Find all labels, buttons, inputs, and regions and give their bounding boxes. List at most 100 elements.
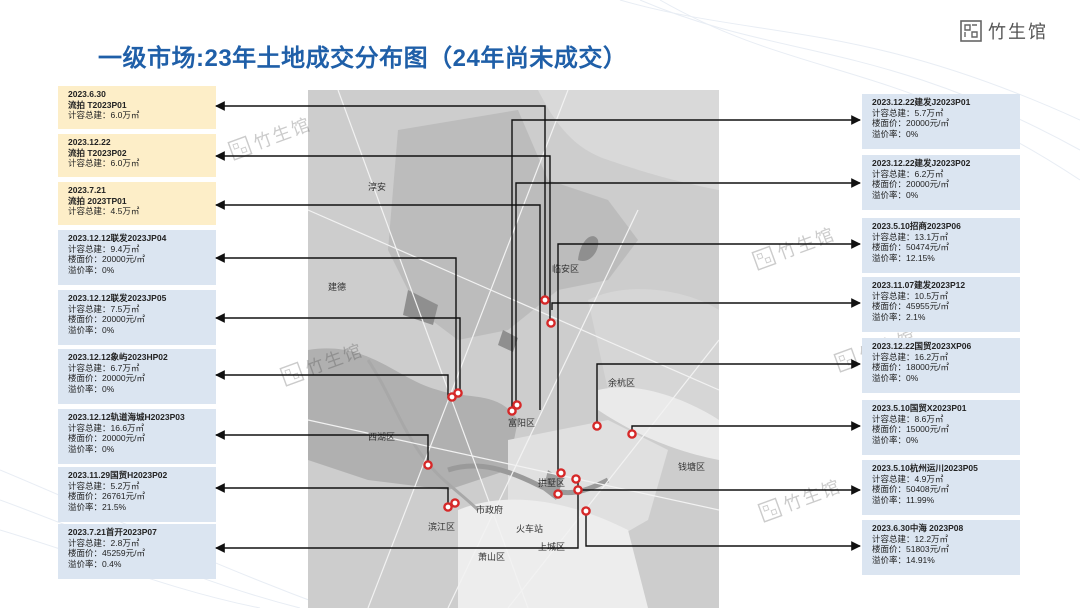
- card-title: 2023.12.22: [68, 137, 111, 147]
- card-line: 计容总建：6.7万㎡: [68, 362, 140, 373]
- card-line: 溢价率：0%: [872, 189, 919, 200]
- card-line: 溢价率：0%: [68, 383, 115, 394]
- card-title: 2023.5.10杭州运川2023P05: [872, 463, 978, 473]
- card-line: 计容总建：6.2万㎡: [872, 168, 944, 179]
- card-line: 流拍 T2023P01: [68, 99, 127, 110]
- map-label-chunan: 淳安: [368, 181, 386, 192]
- land-card-right-8: 2023.6.30中海 2023P08 计容总建：12.2万㎡ 楼面价：5180…: [862, 520, 1020, 575]
- brand-logo-icon: [960, 20, 982, 42]
- land-card-left-1: 2023.6.30 流拍 T2023P01 计容总建：6.0万㎡: [58, 86, 216, 129]
- card-line: 楼面价：20000元/㎡: [872, 118, 949, 128]
- card-line: 楼面价：20000元/㎡: [68, 373, 145, 383]
- card-line: 计容总建：8.6万㎡: [872, 413, 944, 424]
- card-line: 计容总建：5.2万㎡: [68, 480, 140, 491]
- card-line: 溢价率：11.99%: [872, 494, 935, 505]
- land-card-left-5: 2023.12.12联发2023JP05 计容总建：7.5万㎡ 楼面价：2000…: [58, 290, 216, 345]
- map-label-yuhang: 余杭区: [608, 377, 635, 388]
- land-card-left-7: 2023.12.12轨道海城H2023P03 计容总建：16.6万㎡ 楼面价：2…: [58, 409, 216, 464]
- card-line: 楼面价：50474元/㎡: [872, 242, 949, 252]
- card-line: 计容总建：16.6万㎡: [68, 422, 145, 433]
- map-label-station: 火车站: [516, 523, 543, 534]
- card-line: 溢价率：2.1%: [872, 311, 926, 322]
- card-line: 流拍 T2023P02: [68, 147, 127, 158]
- card-title: 2023.12.22建发J2023P02: [872, 158, 971, 168]
- land-card-right-2: 2023.12.22建发J2023P02 计容总建：6.2万㎡ 楼面价：2000…: [862, 155, 1020, 210]
- card-title: 2023.6.30中海 2023P08: [872, 523, 964, 533]
- map-label-xiaoshan: 萧山区: [478, 551, 505, 562]
- card-line: 楼面价：15000元/㎡: [872, 424, 949, 434]
- card-line: 溢价率：21.5%: [68, 501, 127, 512]
- card-line: 计容总建：4.9万㎡: [872, 473, 944, 484]
- land-card-right-3: 2023.5.10招商2023P06 计容总建：13.1万㎡ 楼面价：50474…: [862, 218, 1020, 273]
- card-line: 溢价率：12.15%: [872, 252, 935, 263]
- card-line: 计容总建：10.5万㎡: [872, 290, 949, 301]
- map-label-government: 市政府: [476, 504, 503, 515]
- card-line: 楼面价：20000元/㎡: [68, 433, 145, 443]
- card-line: 溢价率：0%: [872, 128, 919, 139]
- land-card-right-4: 2023.11.07建发2023P12 计容总建：10.5万㎡ 楼面价：4595…: [862, 277, 1020, 332]
- map-label-linan: 临安区: [552, 263, 579, 274]
- map-label-qiantang: 钱塘区: [678, 461, 705, 472]
- card-title: 2023.12.22建发J2023P01: [872, 97, 971, 107]
- card-line: 楼面价：45955元/㎡: [872, 301, 949, 311]
- card-line: 溢价率：0%: [68, 264, 115, 275]
- card-line: 计容总建：12.2万㎡: [872, 533, 949, 544]
- card-title: 2023.12.12联发2023JP05: [68, 293, 167, 303]
- card-title: 2023.12.22国贸2023XP06: [872, 341, 972, 351]
- card-line: 楼面价：20000元/㎡: [68, 314, 145, 324]
- land-card-left-2: 2023.12.22 流拍 T2023P02 计容总建：6.0万㎡: [58, 134, 216, 177]
- card-line: 计容总建：5.7万㎡: [872, 107, 944, 118]
- card-line: 楼面价：18000元/㎡: [872, 362, 949, 372]
- card-line: 计容总建：6.0万㎡: [68, 110, 140, 120]
- map-label-shangcheng: 上城区: [538, 542, 565, 552]
- land-card-left-4: 2023.12.12联发2023JP04 计容总建：9.4万㎡ 楼面价：2000…: [58, 230, 216, 285]
- map-graphic: 临安区 富阳区 余杭区 拱墅区 上城区 滨江区 萧山区 西湖区 钱塘区 市政府 …: [308, 90, 719, 608]
- card-title: 2023.5.10国贸X2023P01: [872, 403, 967, 413]
- card-line: 计容总建：7.5万㎡: [68, 303, 140, 314]
- card-line: 楼面价：50408元/㎡: [872, 484, 949, 494]
- card-line: 计容总建：4.5万㎡: [68, 206, 140, 216]
- brand-logo: 竹生馆: [960, 18, 1048, 44]
- card-line: 计容总建：16.2万㎡: [872, 351, 949, 362]
- land-card-right-1: 2023.12.22建发J2023P01 计容总建：5.7万㎡ 楼面价：2000…: [862, 94, 1020, 149]
- card-line: 溢价率：0%: [68, 324, 115, 335]
- card-title: 2023.12.12联发2023JP04: [68, 233, 167, 243]
- card-line: 楼面价：45259元/㎡: [68, 548, 145, 558]
- land-card-left-3: 2023.7.21 流拍 2023TP01 计容总建：4.5万㎡: [58, 182, 216, 225]
- map-label-jiande: 建德: [328, 281, 346, 292]
- land-card-right-6: 2023.5.10国贸X2023P01 计容总建：8.6万㎡ 楼面价：15000…: [862, 400, 1020, 455]
- card-line: 溢价率：0%: [872, 434, 919, 445]
- land-card-right-7: 2023.5.10杭州运川2023P05 计容总建：4.9万㎡ 楼面价：5040…: [862, 460, 1020, 515]
- map-label-xihu: 西湖区: [368, 432, 395, 442]
- land-card-left-6: 2023.12.12象屿2023HP02 计容总建：6.7万㎡ 楼面价：2000…: [58, 349, 216, 404]
- map-area: 临安区 富阳区 余杭区 拱墅区 上城区 滨江区 萧山区 西湖区 钱塘区 市政府 …: [308, 90, 719, 608]
- card-title: 2023.11.29国贸H2023P02: [68, 470, 168, 480]
- map-label-fuyang: 富阳区: [508, 417, 535, 428]
- card-title: 2023.7.21: [68, 185, 106, 195]
- card-line: 楼面价：26761元/㎡: [68, 491, 145, 501]
- map-label-gongshu: 拱墅区: [538, 477, 565, 488]
- land-card-left-8: 2023.11.29国贸H2023P02 计容总建：5.2万㎡ 楼面价：2676…: [58, 467, 216, 522]
- page-title: 一级市场:23年土地成交分布图（24年尚未成交）: [98, 45, 628, 72]
- card-line: 计容总建：6.0万㎡: [68, 158, 140, 168]
- card-line: 计容总建：9.4万㎡: [68, 243, 140, 254]
- card-line: 溢价率：0.4%: [68, 558, 122, 569]
- card-line: 溢价率：0%: [68, 443, 115, 454]
- card-line: 楼面价：51803元/㎡: [872, 544, 949, 554]
- map-label-binjiang: 滨江区: [428, 521, 455, 532]
- land-card-left-9: 2023.7.21首开2023P07 计容总建：2.8万㎡ 楼面价：45259元…: [58, 524, 216, 579]
- card-line: 溢价率：14.91%: [872, 554, 935, 565]
- card-title: 2023.6.30: [68, 89, 106, 99]
- card-title: 2023.5.10招商2023P06: [872, 221, 961, 231]
- card-line: 计容总建：2.8万㎡: [68, 537, 140, 548]
- card-line: 溢价率：0%: [872, 372, 919, 383]
- card-line: 流拍 2023TP01: [68, 195, 127, 206]
- card-line: 计容总建：13.1万㎡: [872, 231, 949, 242]
- card-title: 2023.11.07建发2023P12: [872, 280, 966, 290]
- card-line: 楼面价：20000元/㎡: [872, 179, 949, 189]
- land-card-right-5: 2023.12.22国贸2023XP06 计容总建：16.2万㎡ 楼面价：180…: [862, 338, 1020, 393]
- brand-name: 竹生馆: [988, 22, 1048, 42]
- card-title: 2023.12.12轨道海城H2023P03: [68, 412, 185, 422]
- card-title: 2023.7.21首开2023P07: [68, 527, 157, 537]
- card-line: 楼面价：20000元/㎡: [68, 254, 145, 264]
